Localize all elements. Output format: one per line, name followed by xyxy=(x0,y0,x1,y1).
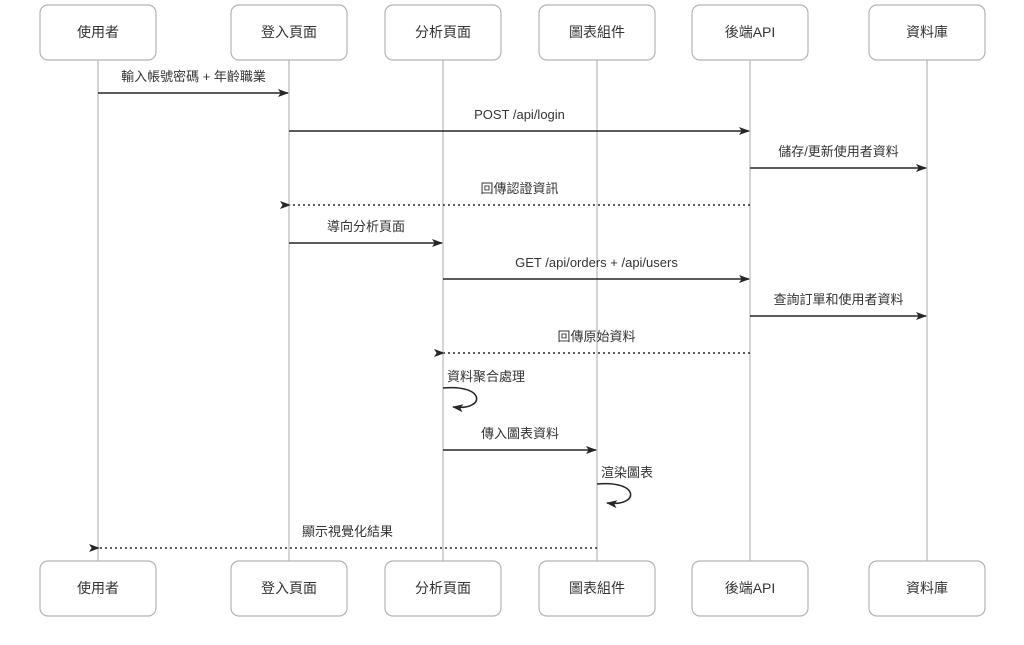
message-label-m1: 輸入帳號密碼 + 年齡職業 xyxy=(121,69,266,84)
participant-box-rect-analytics-top xyxy=(384,4,502,61)
participant-box-rect-chart-top xyxy=(538,4,656,61)
message-m4-api-to-login[interactable]: 回傳認證資訊 xyxy=(280,181,750,209)
participant-box-login-top[interactable]: 登入頁面 xyxy=(230,4,348,61)
participant-box-db-top[interactable]: 資料庫 xyxy=(868,4,986,61)
participant-label-api-bottom: 後端API xyxy=(725,580,776,596)
message-label-m3: 儲存/更新使用者資料 xyxy=(778,144,899,159)
message-m5-login-to-analytics[interactable]: 導向分析頁面 xyxy=(289,219,443,247)
participant-box-rect-chart-bottom xyxy=(538,560,656,617)
participant-box-analytics-bottom[interactable]: 分析頁面 xyxy=(384,560,502,617)
participant-label-db-bottom: 資料庫 xyxy=(906,580,948,596)
message-label-m9: 傳入圖表資料 xyxy=(481,426,559,441)
participant-box-rect-user-top xyxy=(39,4,157,61)
participant-box-rect-analytics-bottom xyxy=(384,560,502,617)
participant-box-user-bottom[interactable]: 使用者 xyxy=(39,560,157,617)
participant-box-rect-db-bottom xyxy=(868,560,986,617)
self-message-s2-chart[interactable]: 渲染圖表 xyxy=(596,465,653,509)
participant-box-api-bottom[interactable]: 後端API xyxy=(691,560,809,617)
messages-layer: 輸入帳號密碼 + 年齡職業 POST /api/login 儲存/更新使用者資料回傳… xyxy=(89,69,927,552)
message-m7-api-to-db[interactable]: 查詢訂單和使用者資料 xyxy=(750,292,927,320)
participant-box-rect-login-top xyxy=(230,4,348,61)
message-m8-api-to-analytics[interactable]: 回傳原始資料 xyxy=(434,329,750,357)
footer-participant-boxes: 使用者 登入頁面 分析頁面 圖表組件 後端API 資料庫 xyxy=(39,560,986,617)
participant-label-db-top: 資料庫 xyxy=(906,24,948,40)
participant-box-rect-user-bottom xyxy=(39,560,157,617)
message-m6-analytics-to-api[interactable]: GET /api/orders + /api/users xyxy=(443,255,750,283)
message-label-m7: 查詢訂單和使用者資料 xyxy=(773,292,903,307)
participant-label-user-top: 使用者 xyxy=(77,24,119,40)
header-participant-boxes: 使用者 登入頁面 分析頁面 圖表組件 後端API 資料庫 xyxy=(39,4,986,61)
participant-label-login-bottom: 登入頁面 xyxy=(261,580,317,596)
message-label-m2: POST /api/login xyxy=(474,107,565,122)
message-label-m5: 導向分析頁面 xyxy=(327,219,405,234)
message-m3-api-to-db[interactable]: 儲存/更新使用者資料 xyxy=(750,144,927,172)
participant-label-api-top: 後端API xyxy=(725,24,776,40)
self-message-loop-s2 xyxy=(596,482,632,509)
message-label-m4: 回傳認證資訊 xyxy=(480,181,558,196)
message-label-m6: GET /api/orders + /api/users xyxy=(515,255,678,270)
participant-label-login-top: 登入頁面 xyxy=(261,24,317,40)
participant-box-db-bottom[interactable]: 資料庫 xyxy=(868,560,986,617)
participant-box-rect-api-top xyxy=(691,4,809,61)
self-message-s1-analytics[interactable]: 資料聚合處理 xyxy=(442,369,525,413)
participant-box-chart-bottom[interactable]: 圖表組件 xyxy=(538,560,656,617)
participant-box-rect-api-bottom xyxy=(691,560,809,617)
participant-box-user-top[interactable]: 使用者 xyxy=(39,4,157,61)
message-label-m10: 顯示視覺化結果 xyxy=(302,524,393,539)
participant-label-analytics-bottom: 分析頁面 xyxy=(415,580,471,596)
message-m10-chart-to-user[interactable]: 顯示視覺化結果 xyxy=(89,524,597,552)
participant-box-rect-login-bottom xyxy=(230,560,348,617)
participant-box-chart-top[interactable]: 圖表組件 xyxy=(538,4,656,61)
self-message-label-s1: 資料聚合處理 xyxy=(447,369,525,384)
participant-label-chart-top: 圖表組件 xyxy=(569,24,625,40)
participant-box-rect-db-top xyxy=(868,4,986,61)
message-m1-user-to-login[interactable]: 輸入帳號密碼 + 年齡職業 xyxy=(98,69,289,97)
participant-box-login-bottom[interactable]: 登入頁面 xyxy=(230,560,348,617)
self-message-label-s2: 渲染圖表 xyxy=(601,465,653,480)
participant-label-user-bottom: 使用者 xyxy=(77,580,119,596)
participant-box-api-top[interactable]: 後端API xyxy=(691,4,809,61)
lifelines-layer xyxy=(97,60,928,561)
self-message-loop-s1 xyxy=(442,386,478,413)
message-m2-login-to-api[interactable]: POST /api/login xyxy=(289,107,750,135)
message-m9-analytics-to-chart[interactable]: 傳入圖表資料 xyxy=(443,426,597,454)
message-label-m8: 回傳原始資料 xyxy=(557,329,635,344)
participant-label-analytics-top: 分析頁面 xyxy=(415,24,471,40)
participant-label-chart-bottom: 圖表組件 xyxy=(569,580,625,596)
participant-box-analytics-top[interactable]: 分析頁面 xyxy=(384,4,502,61)
